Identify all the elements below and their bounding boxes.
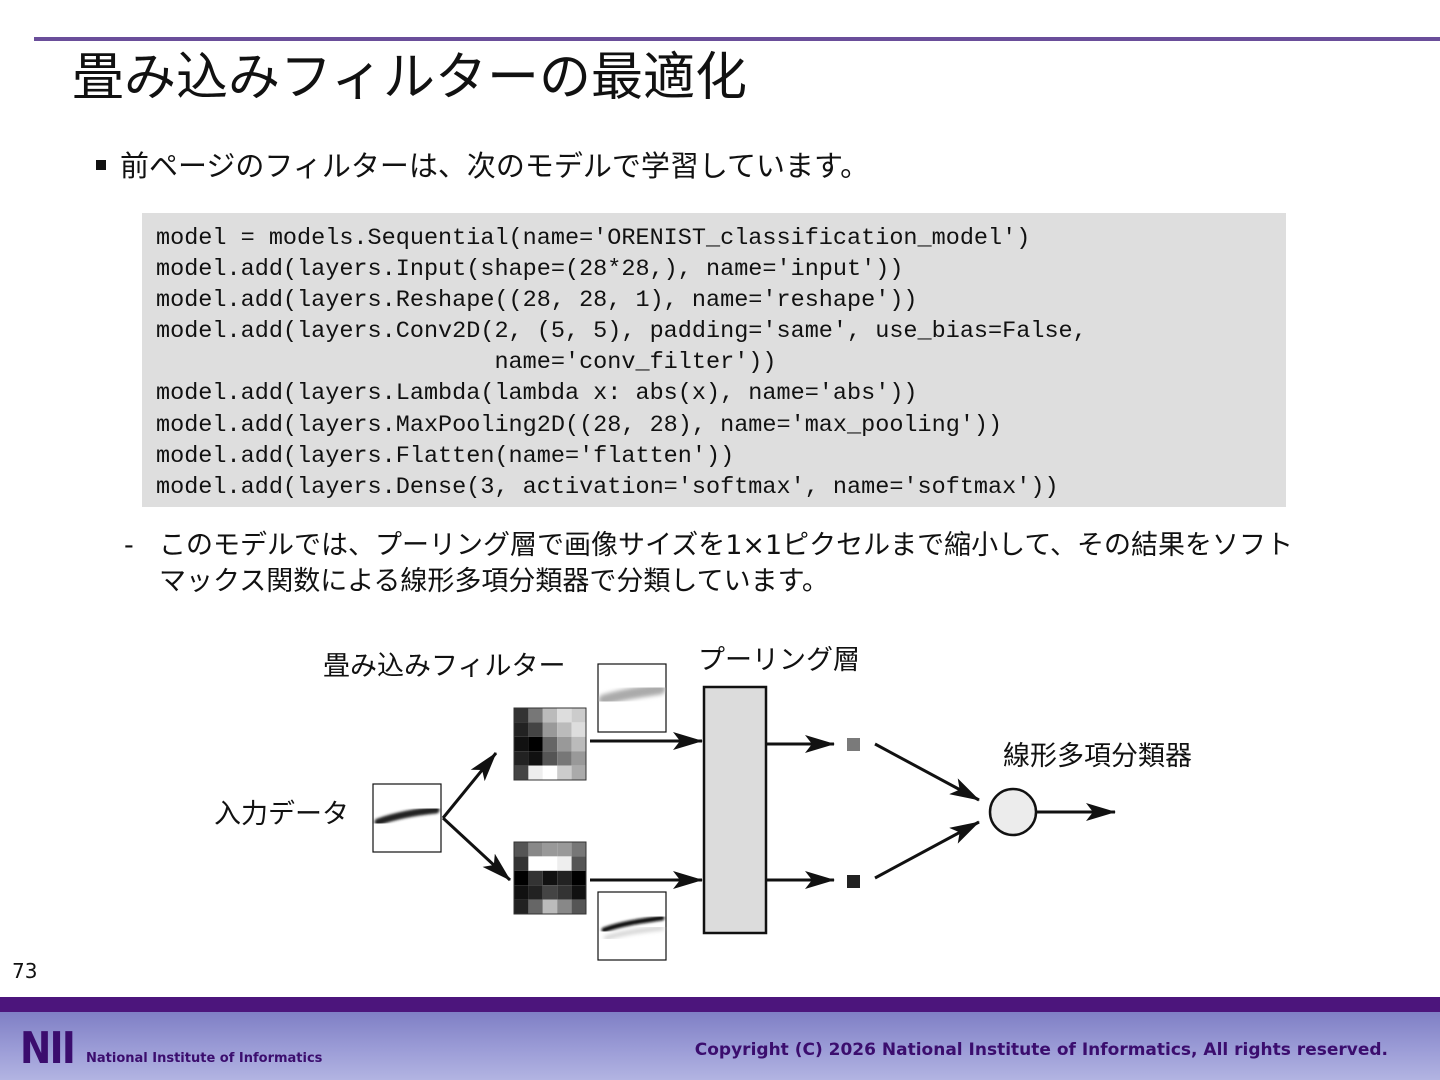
sub-bullet-line: マックス関数による線形多項分類器で分類しています。	[159, 566, 829, 597]
code-line: model.add(layers.MaxPooling2D((28, 28), …	[156, 411, 1003, 439]
input-data-label: 入力データ	[214, 799, 349, 830]
conv-filter-1	[513, 707, 587, 781]
code-line: model.add(layers.Dense(3, activation='so…	[156, 473, 1059, 501]
code-line: name='conv_filter'))	[156, 349, 777, 377]
diagram-graphics	[372, 663, 1116, 961]
code-line: model.add(layers.Flatten(name='flatten')…	[156, 442, 735, 470]
sub-bullet-line: このモデルでは、プーリング層で画像サイズを1×1ピクセルまで縮小して、その結果を…	[159, 530, 1294, 561]
square-bullet-icon	[96, 160, 106, 170]
arrow-pixel1-to-classifier	[874, 742, 980, 802]
dash-marker: -	[124, 530, 134, 561]
pooling-layer-box	[702, 685, 768, 935]
copyright-text: Copyright (C) 2026 National Institute of…	[694, 1040, 1388, 1060]
slide-title: 畳み込みフィルターの最適化	[72, 48, 747, 108]
input-image	[372, 783, 442, 853]
footer: NII National Institute of Informatics Co…	[0, 1012, 1440, 1080]
pooled-pixel-1	[847, 738, 860, 751]
arrow-input-to-filter-2	[441, 816, 512, 882]
code-line: model.add(layers.Lambda(lambda x: abs(x)…	[156, 380, 918, 408]
filter-output-image-1	[597, 663, 667, 733]
pooling-layer-label: プーリング層	[698, 645, 860, 676]
classifier-node	[988, 787, 1038, 837]
classifier-label: 線形多項分類器	[1003, 741, 1192, 772]
sub-bullet: - このモデルでは、プーリング層で画像サイズを1×1ピクセルまで縮小して、その結…	[124, 528, 1354, 600]
code-line: model = models.Sequential(name='ORENIST_…	[156, 225, 1031, 252]
title-rule	[34, 37, 1440, 41]
arrow-input-to-filter-1	[441, 752, 498, 819]
filter-output-image-2	[597, 891, 667, 961]
conv-filter-2	[513, 841, 587, 915]
organization-name: National Institute of Informatics	[86, 1051, 323, 1066]
nii-logo: NII	[20, 1023, 76, 1074]
pooled-pixel-2	[847, 875, 860, 888]
footer-accent-bar	[0, 997, 1440, 1012]
code-block: model = models.Sequential(name='ORENIST_…	[142, 213, 1286, 507]
arrow-pixel2-to-classifier	[874, 820, 980, 880]
bullet-text: 前ページのフィルターは、次のモデルで学習しています。	[120, 149, 870, 183]
cnn-diagram: 畳み込みフィルター プーリング層 線形多項分類器 入力データ	[200, 640, 1200, 970]
code-line: model.add(layers.Input(shape=(28*28,), n…	[156, 256, 904, 284]
page-number: 73	[12, 959, 38, 983]
code-line: model.add(layers.Reshape((28, 28, 1), na…	[156, 287, 918, 315]
code-line: model.add(layers.Conv2D(2, (5, 5), paddi…	[156, 318, 1087, 346]
conv-filter-label: 畳み込みフィルター	[323, 651, 566, 682]
bullet-item: 前ページのフィルターは、次のモデルで学習しています。	[96, 146, 869, 186]
